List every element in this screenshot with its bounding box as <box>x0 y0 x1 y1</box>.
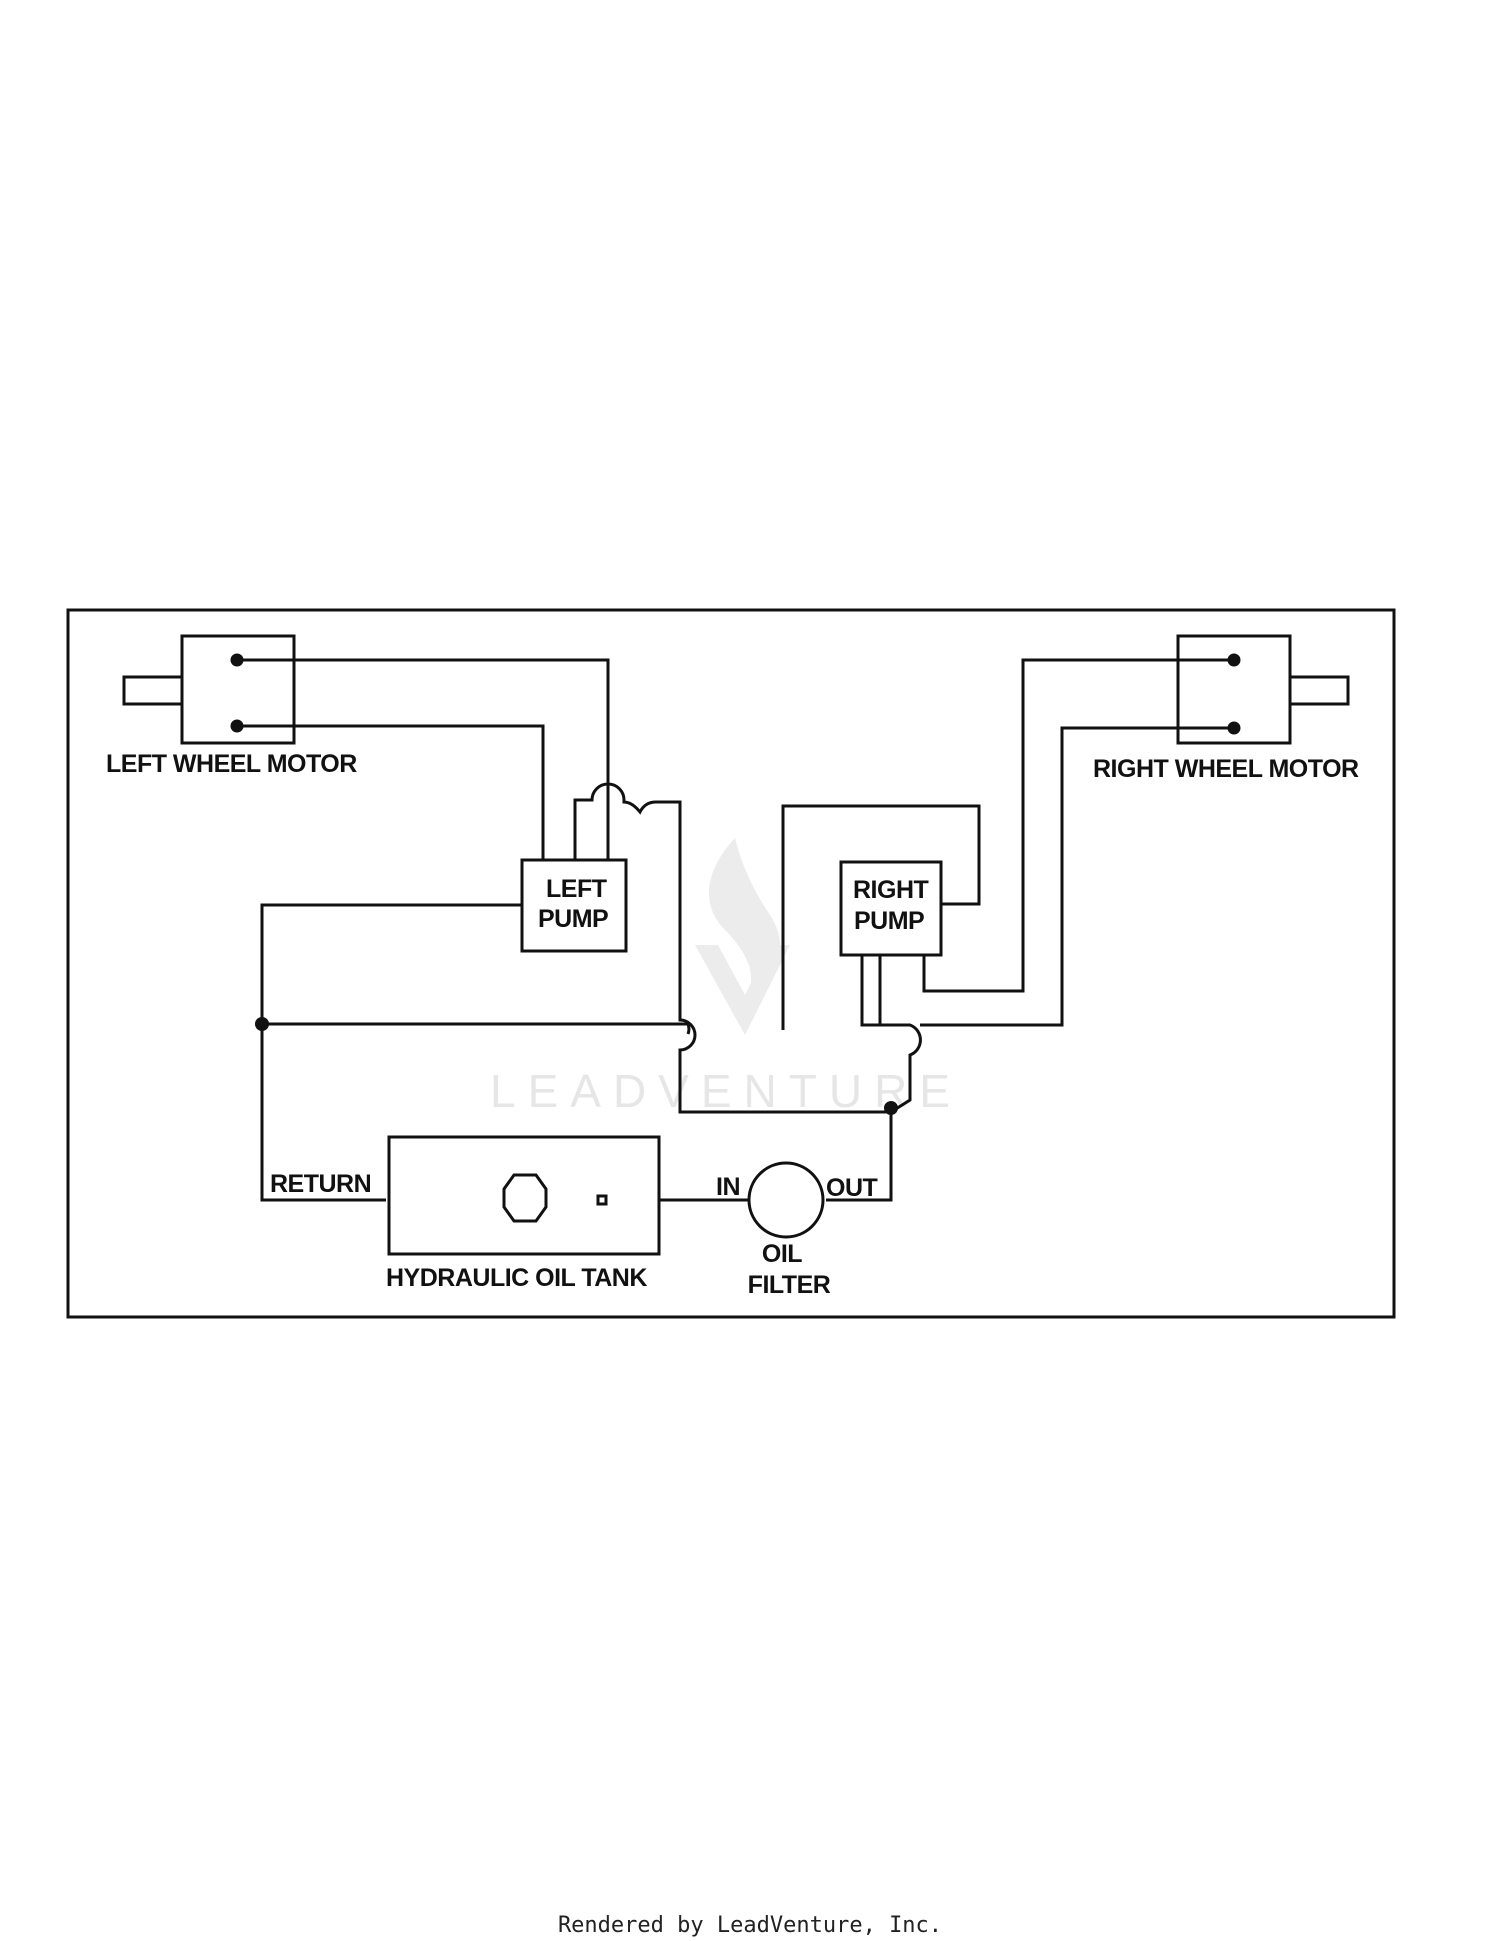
right-pump-box <box>839 860 943 957</box>
watermark: LEADVENTURE <box>490 838 962 1117</box>
junction-left <box>255 1017 269 1031</box>
left-pump-label-line1: LEFT <box>546 875 607 903</box>
footer-credit: Rendered by LeadVenture, Inc. <box>558 1913 942 1938</box>
tank-filler-cap-icon <box>502 1173 548 1223</box>
filter-out-label: OUT <box>826 1174 878 1202</box>
right-pump: RIGHT PUMP <box>839 860 943 957</box>
diagram-frame <box>66 608 1396 1319</box>
left-motor-shaft <box>122 675 186 706</box>
return-label: RETURN <box>270 1170 371 1198</box>
line-left-motor-bottom <box>237 724 545 860</box>
leadventure-flame-logo-icon <box>695 838 790 1035</box>
line-left-motor-top <box>237 658 610 860</box>
line-right-pump-top <box>781 804 981 1030</box>
line-filter-out <box>826 1108 893 1202</box>
line-left-pump-outlet <box>573 782 891 1114</box>
left-pump-box <box>520 858 628 953</box>
left-pump: LEFT PUMP <box>520 858 628 953</box>
hydraulic-lines <box>237 658 1234 1202</box>
hydraulic-oil-tank-label: HYDRAULIC OIL TANK <box>386 1264 647 1292</box>
left-pump-label-line2: PUMP <box>538 905 608 933</box>
oil-filter-label-line1: OIL <box>762 1240 802 1268</box>
line-right-motor-bottom <box>920 726 1234 1027</box>
right-pump-label-line1: RIGHT <box>853 876 929 904</box>
right-motor-shaft <box>1286 675 1350 706</box>
line-right-pump-outlet <box>860 955 922 1114</box>
junction-bottom-right <box>884 1101 898 1115</box>
line-left-pump-left <box>260 903 522 1202</box>
watermark-text: LEADVENTURE <box>490 1065 962 1117</box>
oil-filter-circle-icon <box>747 1161 825 1239</box>
oil-filter-label-line2: FILTER <box>748 1271 831 1299</box>
filter-in-label: IN <box>716 1173 740 1201</box>
line-right-pump-right-b <box>922 658 1234 993</box>
right-wheel-motor-label: RIGHT WHEEL MOTOR <box>1093 755 1359 783</box>
right-wheel-motor <box>1176 634 1350 745</box>
oil-filter <box>747 1161 825 1239</box>
tank-outlet-port <box>596 1194 608 1206</box>
left-wheel-motor-label: LEFT WHEEL MOTOR <box>106 750 357 778</box>
hydraulic-oil-tank <box>387 1135 661 1256</box>
right-pump-label-line2: PUMP <box>854 907 924 935</box>
line-cross-middle <box>262 1022 691 1035</box>
